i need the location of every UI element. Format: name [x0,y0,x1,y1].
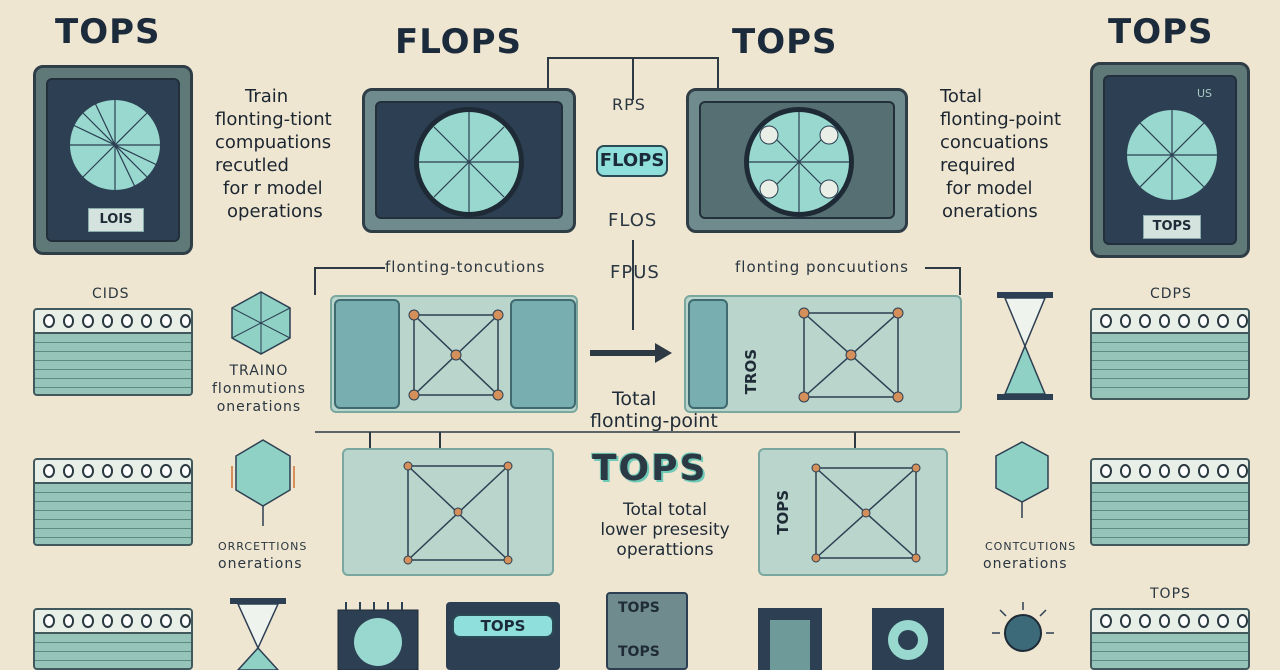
right-table-3 [1090,608,1250,670]
left-side-panel [334,299,400,409]
left-middle-note-line: TRAINO [229,363,289,379]
right-process-side-panel [688,299,728,409]
node-network-icon [408,309,504,401]
fan-icon [414,107,524,217]
tops-chip-label: TOPS [618,600,660,616]
crystal-icon [995,441,1049,518]
right-side-panel [510,299,576,409]
lower-right-block: TOPS [758,448,948,576]
left-note-line: operations [227,201,323,222]
right-note-line: Total [940,86,983,107]
tops-device [686,88,908,233]
right-table-2 [1090,458,1250,546]
flops-device-screen [375,101,563,219]
left-table-caption: CIDS [92,286,130,302]
right-note-line: required [940,155,1016,176]
node-grid-icon [403,461,513,565]
right-process-block: TROS [684,295,962,413]
flops-device [362,88,576,233]
right-device: US TOPS [1090,62,1250,258]
middle-desc: Total total lower presesity operattions [590,500,740,560]
hourglass-icon [230,598,286,670]
middle-tops-logo: TOPS [592,448,708,489]
heading-tops-right: TOPS [1108,12,1214,52]
right-table-caption: CDPS [1150,286,1192,302]
left-note-line: recutled [215,155,289,176]
center-label-rps: RPS [612,95,646,114]
tops-chip-label: TOPS [452,614,554,638]
left-middle-note-line: onerations [216,399,302,415]
left-table-3 [33,608,193,670]
flops-pill: FLOPS [596,145,668,177]
right-lower-note-small: CONTCUTIONS [985,540,1077,553]
left-note-line: compuations [215,132,332,153]
flow-label-left: flonting-toncutions [385,258,546,276]
heading-tops-left: TOPS [55,12,161,52]
right-note-line: concuations [940,132,1049,153]
center-label-flos: FLOS [608,210,658,231]
right-note: Total flonting-point concuations require… [940,85,1061,223]
heading-tops-center: TOPS [732,22,838,62]
left-middle-note-line: flonmutions [212,381,306,397]
sun-dial-icon [992,602,1054,652]
left-device-screen: LOIS [46,78,180,242]
left-note-line: for r model [223,178,323,199]
tops-chip-label: TOPS [618,644,660,660]
right-note-line: for model [946,178,1033,199]
right-table-1 [1090,308,1250,400]
chip-disc-icon [872,608,944,670]
panel-label-tros: TROS [742,349,760,395]
panel-label-tops: TOPS [774,490,792,535]
right-table-3-caption: TOPS [1150,586,1191,602]
middle-desc-line: Total total [623,500,707,520]
left-lower-note: onerations [218,556,303,572]
lower-left-block [342,448,554,576]
node-network-icon [798,307,904,403]
left-note: Train flonting-tiont compuations recutle… [215,85,332,223]
flow-label-right: flonting poncuutions [735,258,909,276]
right-device-screen: US TOPS [1103,75,1237,245]
middle-desc-line: operattions [616,540,714,560]
heading-flops: FLOPS [395,22,522,62]
left-process-block [330,295,578,413]
chip-fan-icon [337,602,419,670]
fan-icon [1127,110,1217,200]
geodesic-sphere-icon [231,291,291,355]
device-top-label: US [1197,87,1213,100]
right-lower-note: onerations [983,556,1068,572]
chip-icon [758,608,822,670]
left-table-2 [33,458,193,546]
left-lower-note-small: ORRCETTIONS [218,540,308,553]
fan-icon [744,107,854,217]
left-device: LOIS [33,65,193,255]
crystal-icon [231,439,295,526]
device-label: LOIS [88,208,144,232]
left-note-line: flonting-tiont [215,109,332,130]
left-table-1 [33,308,193,396]
tops-chip-2: TOPS TOPS [606,592,688,670]
right-note-line: onerations [942,201,1038,222]
middle-desc-line: lower presesity [600,520,730,540]
node-star-icon [811,463,921,563]
tops-chip-1: TOPS [446,602,560,670]
left-note-line: Train [245,86,289,107]
fan-icon [70,100,160,190]
middle-flonting: flonting-point [590,410,718,432]
middle-total: Total [612,388,657,410]
right-note-line: flonting-point [940,109,1062,130]
hourglass-icon [997,292,1053,400]
device-label: TOPS [1143,215,1201,239]
tops-device-screen [699,101,895,219]
left-middle-note: TRAINO flonmutions onerations [212,362,306,416]
center-label-fpus: FPUS [610,262,660,283]
